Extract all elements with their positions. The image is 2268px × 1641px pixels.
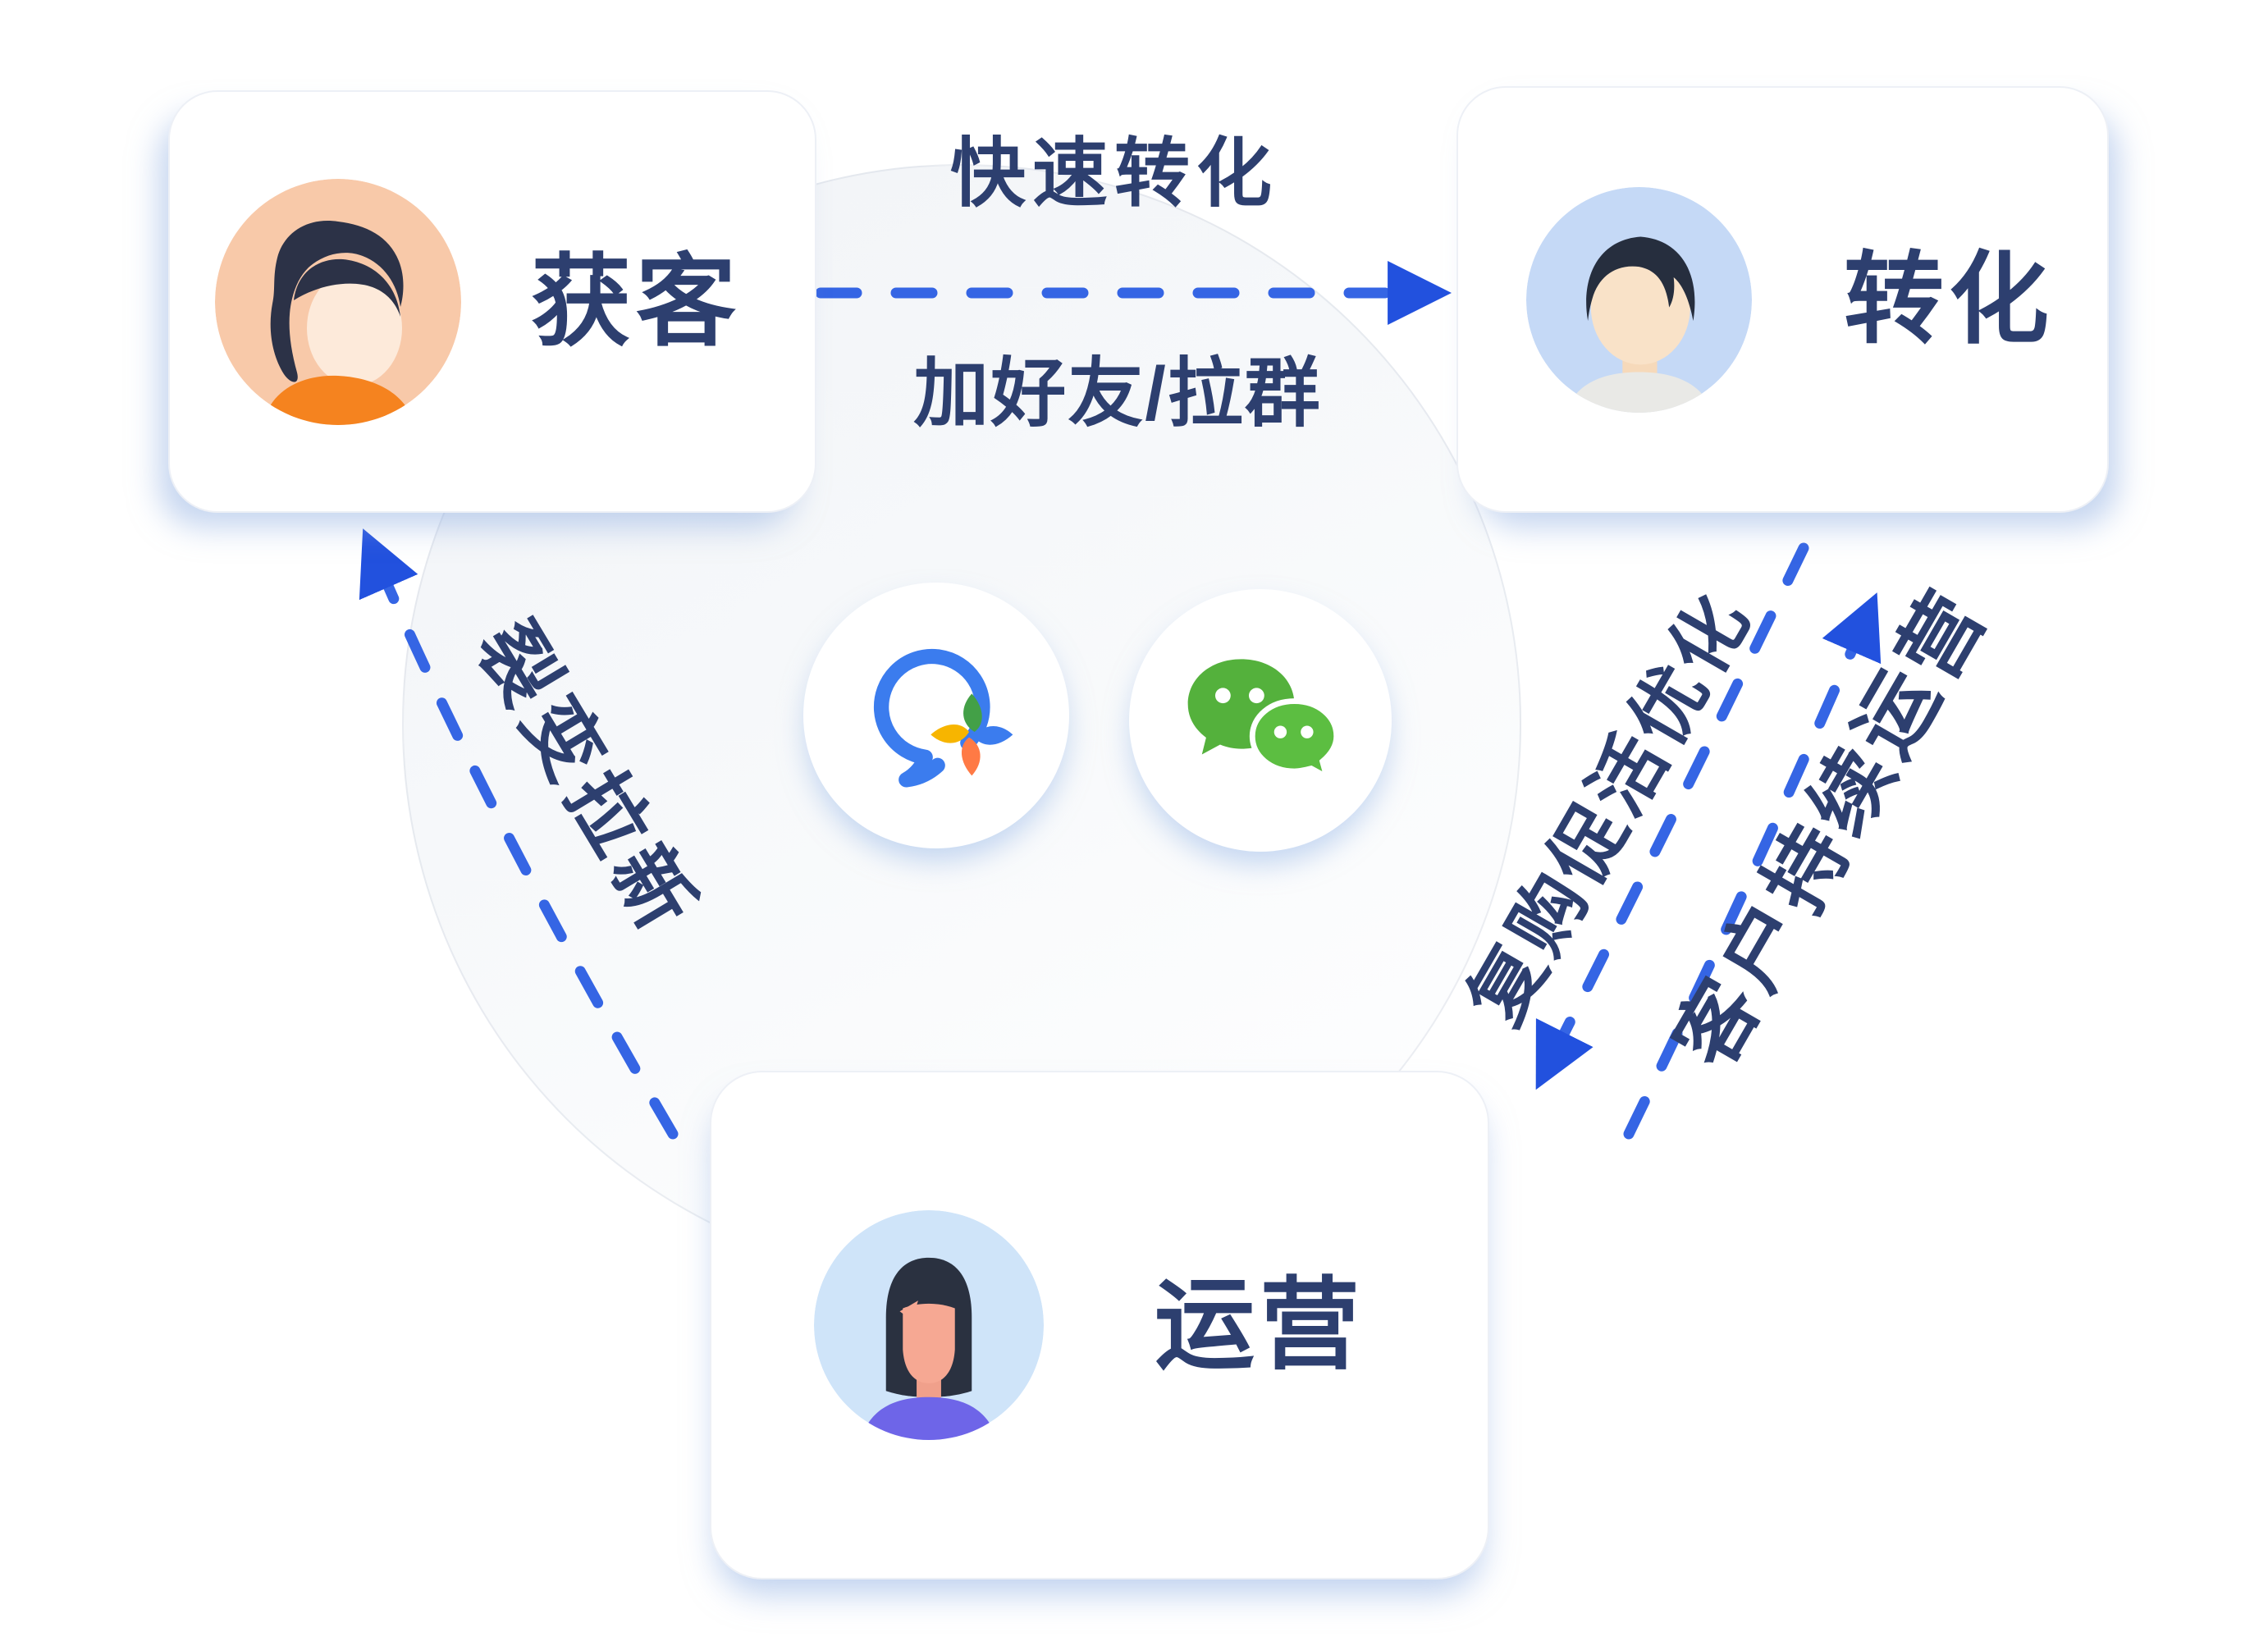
edge-label-add-friend-group: 加好友/拉群 (913, 352, 1322, 436)
node-card-acquisition: 获客 (168, 90, 816, 513)
acquisition-avatar-icon (215, 178, 461, 425)
conversion-avatar-icon (1526, 186, 1752, 413)
arrow-right-up (1623, 592, 1882, 1140)
wechat-icon (1187, 658, 1339, 783)
node-card-conversion: 转化 (1456, 86, 2109, 513)
node-label-acquisition: 获客 (531, 245, 741, 358)
node-label-conversion: 转化 (1844, 244, 2054, 355)
arrow-left (359, 528, 679, 1140)
node-card-operation: 运营 (710, 1071, 1489, 1579)
operation-avatar-icon (814, 1210, 1044, 1440)
node-label-operation: 运营 (1155, 1269, 1365, 1381)
wechat-icon-circle (1129, 589, 1392, 852)
wecom-icon-circle (803, 583, 1069, 848)
edge-label-fast-conversion: 快速转化 (949, 132, 1279, 216)
wecom-icon (873, 648, 1013, 788)
arrow-right-down (1535, 542, 1809, 1090)
